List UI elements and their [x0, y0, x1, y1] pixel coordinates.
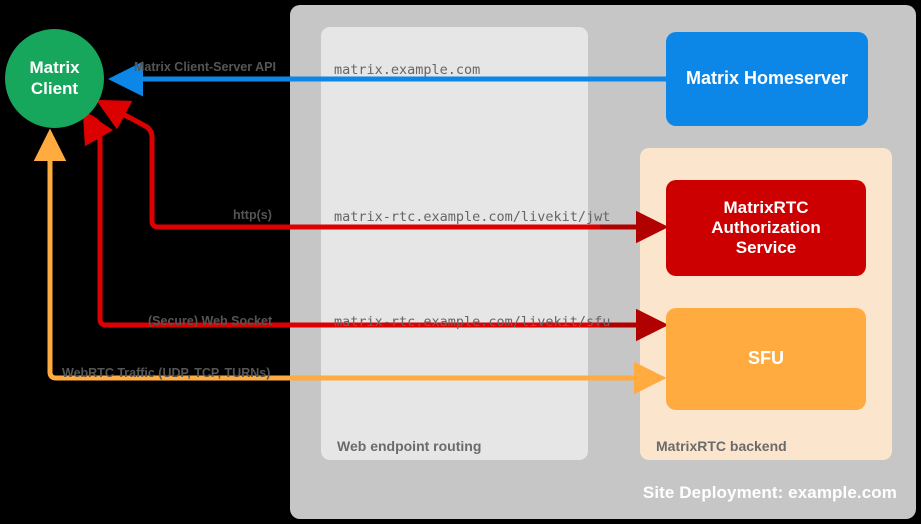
auth-service-label-line3: Service [735, 238, 797, 258]
node-matrixrtc-authorization-service[interactable]: MatrixRTC Authorization Service [666, 180, 866, 276]
matrix-client-label-line2: Client [30, 78, 79, 98]
node-matrix-client[interactable]: Matrix Client [5, 29, 104, 128]
matrix-homeserver-label: Matrix Homeserver [685, 68, 849, 89]
arrow-livekit-sfu-websocket [82, 110, 669, 342]
web-endpoint-routing-panel [321, 27, 588, 460]
protocol-label-client-server-api: Matrix Client-Server API [134, 60, 276, 74]
node-matrix-homeserver[interactable]: Matrix Homeserver [666, 32, 868, 126]
auth-service-label-line2: Authorization [711, 217, 821, 237]
site-deployment-title: Site Deployment: example.com [642, 483, 897, 502]
matrixrtc-backend-title: MatrixRTC backend [656, 438, 787, 454]
arrow-webrtc-traffic [33, 128, 667, 395]
protocol-label-https: http(s) [233, 208, 272, 222]
sfu-label: SFU [748, 348, 784, 369]
auth-service-label-line1: MatrixRTC [723, 197, 809, 217]
protocol-label-webrtc-traffic: WebRTC Traffic (UDP, TCP, TURNs) [62, 366, 271, 380]
protocol-label-web-socket: (Secure) Web Socket [148, 314, 273, 328]
endpoint-label-matrix: matrix.example.com [334, 62, 481, 78]
matrix-client-label-line1: Matrix [29, 58, 80, 78]
endpoint-label-livekit-jwt: matrix-rtc.example.com/livekit/jwt [334, 209, 611, 225]
web-endpoint-routing-title: Web endpoint routing [337, 438, 482, 454]
arrow-livekit-jwt [96, 99, 669, 244]
endpoint-label-livekit-sfu: matrix-rtc.example.com/livekit/sfu [334, 314, 611, 330]
node-sfu[interactable]: SFU [666, 308, 866, 410]
